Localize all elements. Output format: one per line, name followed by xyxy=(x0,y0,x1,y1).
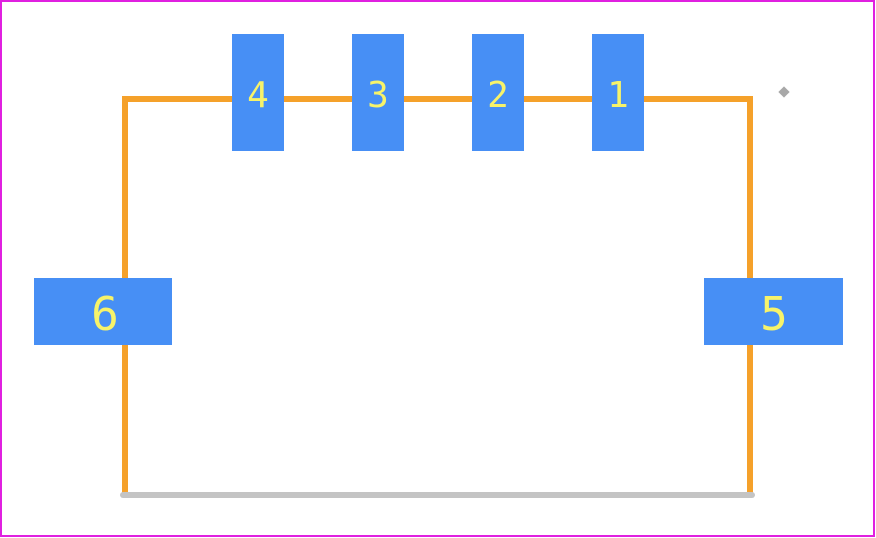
pad-4-shape xyxy=(232,34,284,151)
pad-2: 2 xyxy=(472,34,524,151)
pad-2-label: 2 xyxy=(487,75,509,116)
pad-2-shape xyxy=(472,34,524,151)
pin1-marker xyxy=(778,86,790,98)
pad-1-shape xyxy=(592,34,644,151)
pad-6: 6 xyxy=(34,278,172,345)
pad-6-shape xyxy=(34,278,172,345)
pad-5: 5 xyxy=(704,278,843,345)
pad-3-shape xyxy=(352,34,404,151)
pad-4: 4 xyxy=(232,34,284,151)
pad-4-label: 4 xyxy=(247,75,269,116)
pad-1-label: 1 xyxy=(607,75,629,116)
pad-3: 3 xyxy=(352,34,404,151)
pad-6-label: 6 xyxy=(91,287,119,341)
pad-3-label: 3 xyxy=(367,75,389,116)
pad-5-label: 5 xyxy=(760,287,788,341)
body-outline xyxy=(122,96,753,495)
pad-1: 1 xyxy=(592,34,644,151)
pad-5-shape xyxy=(704,278,843,345)
